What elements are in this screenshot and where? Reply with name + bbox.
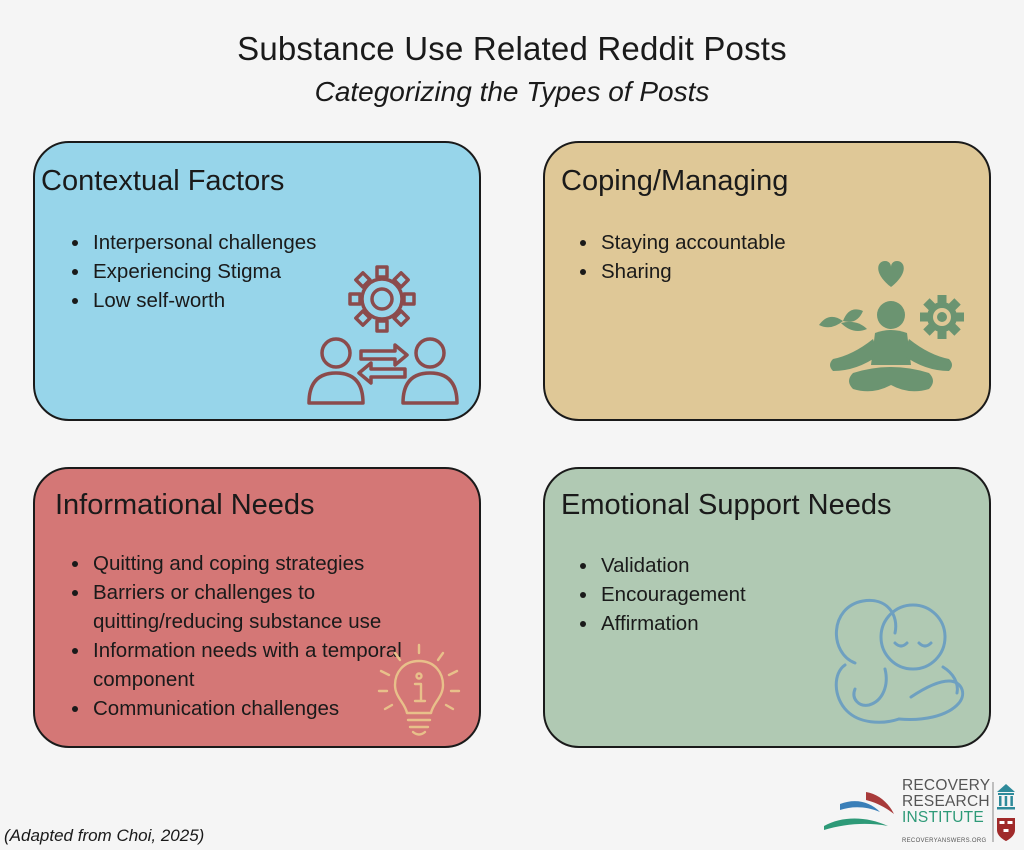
list-item: Low self-worth [91, 286, 451, 315]
list-item: Validation [599, 551, 959, 580]
card-contextual-factors: Contextual Factors Interpersonal challen… [33, 141, 481, 421]
list-item: Interpersonal challenges [91, 228, 451, 257]
lightbulb-info-icon [377, 643, 461, 736]
page-subtitle: Categorizing the Types of Posts [314, 76, 710, 107]
hug-icon [834, 598, 965, 724]
card-title: Informational Needs [55, 489, 315, 521]
card-list: Validation Encouragement Affirmation [577, 551, 959, 638]
card-title: Coping/Managing [561, 165, 789, 197]
card-informational-needs: Informational Needs Quitting and coping … [33, 467, 481, 748]
card-title: Emotional Support Needs [561, 489, 892, 521]
card-title: Contextual Factors [41, 165, 285, 197]
logo-wordmark: RECOVERY RESEARCH INSTITUTE [902, 778, 990, 826]
meditation-person-icon [819, 261, 964, 392]
card-emotional-support-needs: Emotional Support Needs Validation Encou… [543, 467, 991, 748]
logo-line-recovery: RECOVERY [902, 777, 991, 794]
list-item: Affirmation [599, 609, 959, 638]
citation: (Adapted from Choi, 2025) [4, 826, 205, 845]
card-list: Quitting and coping strategies Barriers … [69, 549, 441, 723]
list-item: Barriers or challenges to quitting/reduc… [91, 578, 441, 636]
list-item: Quitting and coping strategies [91, 549, 441, 578]
logo-line-research: RESEARCH [902, 793, 990, 810]
card-list: Staying accountable Sharing [577, 228, 959, 286]
logo-wave-icon [824, 792, 894, 830]
harvard-mgh-crest-icon [992, 782, 1015, 842]
recovery-research-institute-logo: RECOVERY RESEARCH INSTITUTE RECOVERYANSW… [822, 778, 1022, 848]
people-exchange-gear-icon [307, 265, 459, 405]
list-item: Experiencing Stigma [91, 257, 451, 286]
logo-line-institute: INSTITUTE [902, 809, 984, 826]
list-item: Information needs with a temporal compon… [91, 636, 441, 694]
list-item: Staying accountable [599, 228, 959, 257]
page-title: Substance Use Related Reddit Posts [237, 30, 787, 67]
card-coping-managing: Coping/Managing Staying accountable Shar… [543, 141, 991, 421]
list-item: Encouragement [599, 580, 959, 609]
logo-url: RECOVERYANSWERS.ORG [902, 838, 987, 844]
card-list: Interpersonal challenges Experiencing St… [69, 228, 451, 315]
list-item: Communication challenges [91, 694, 441, 723]
list-item: Sharing [599, 257, 959, 286]
